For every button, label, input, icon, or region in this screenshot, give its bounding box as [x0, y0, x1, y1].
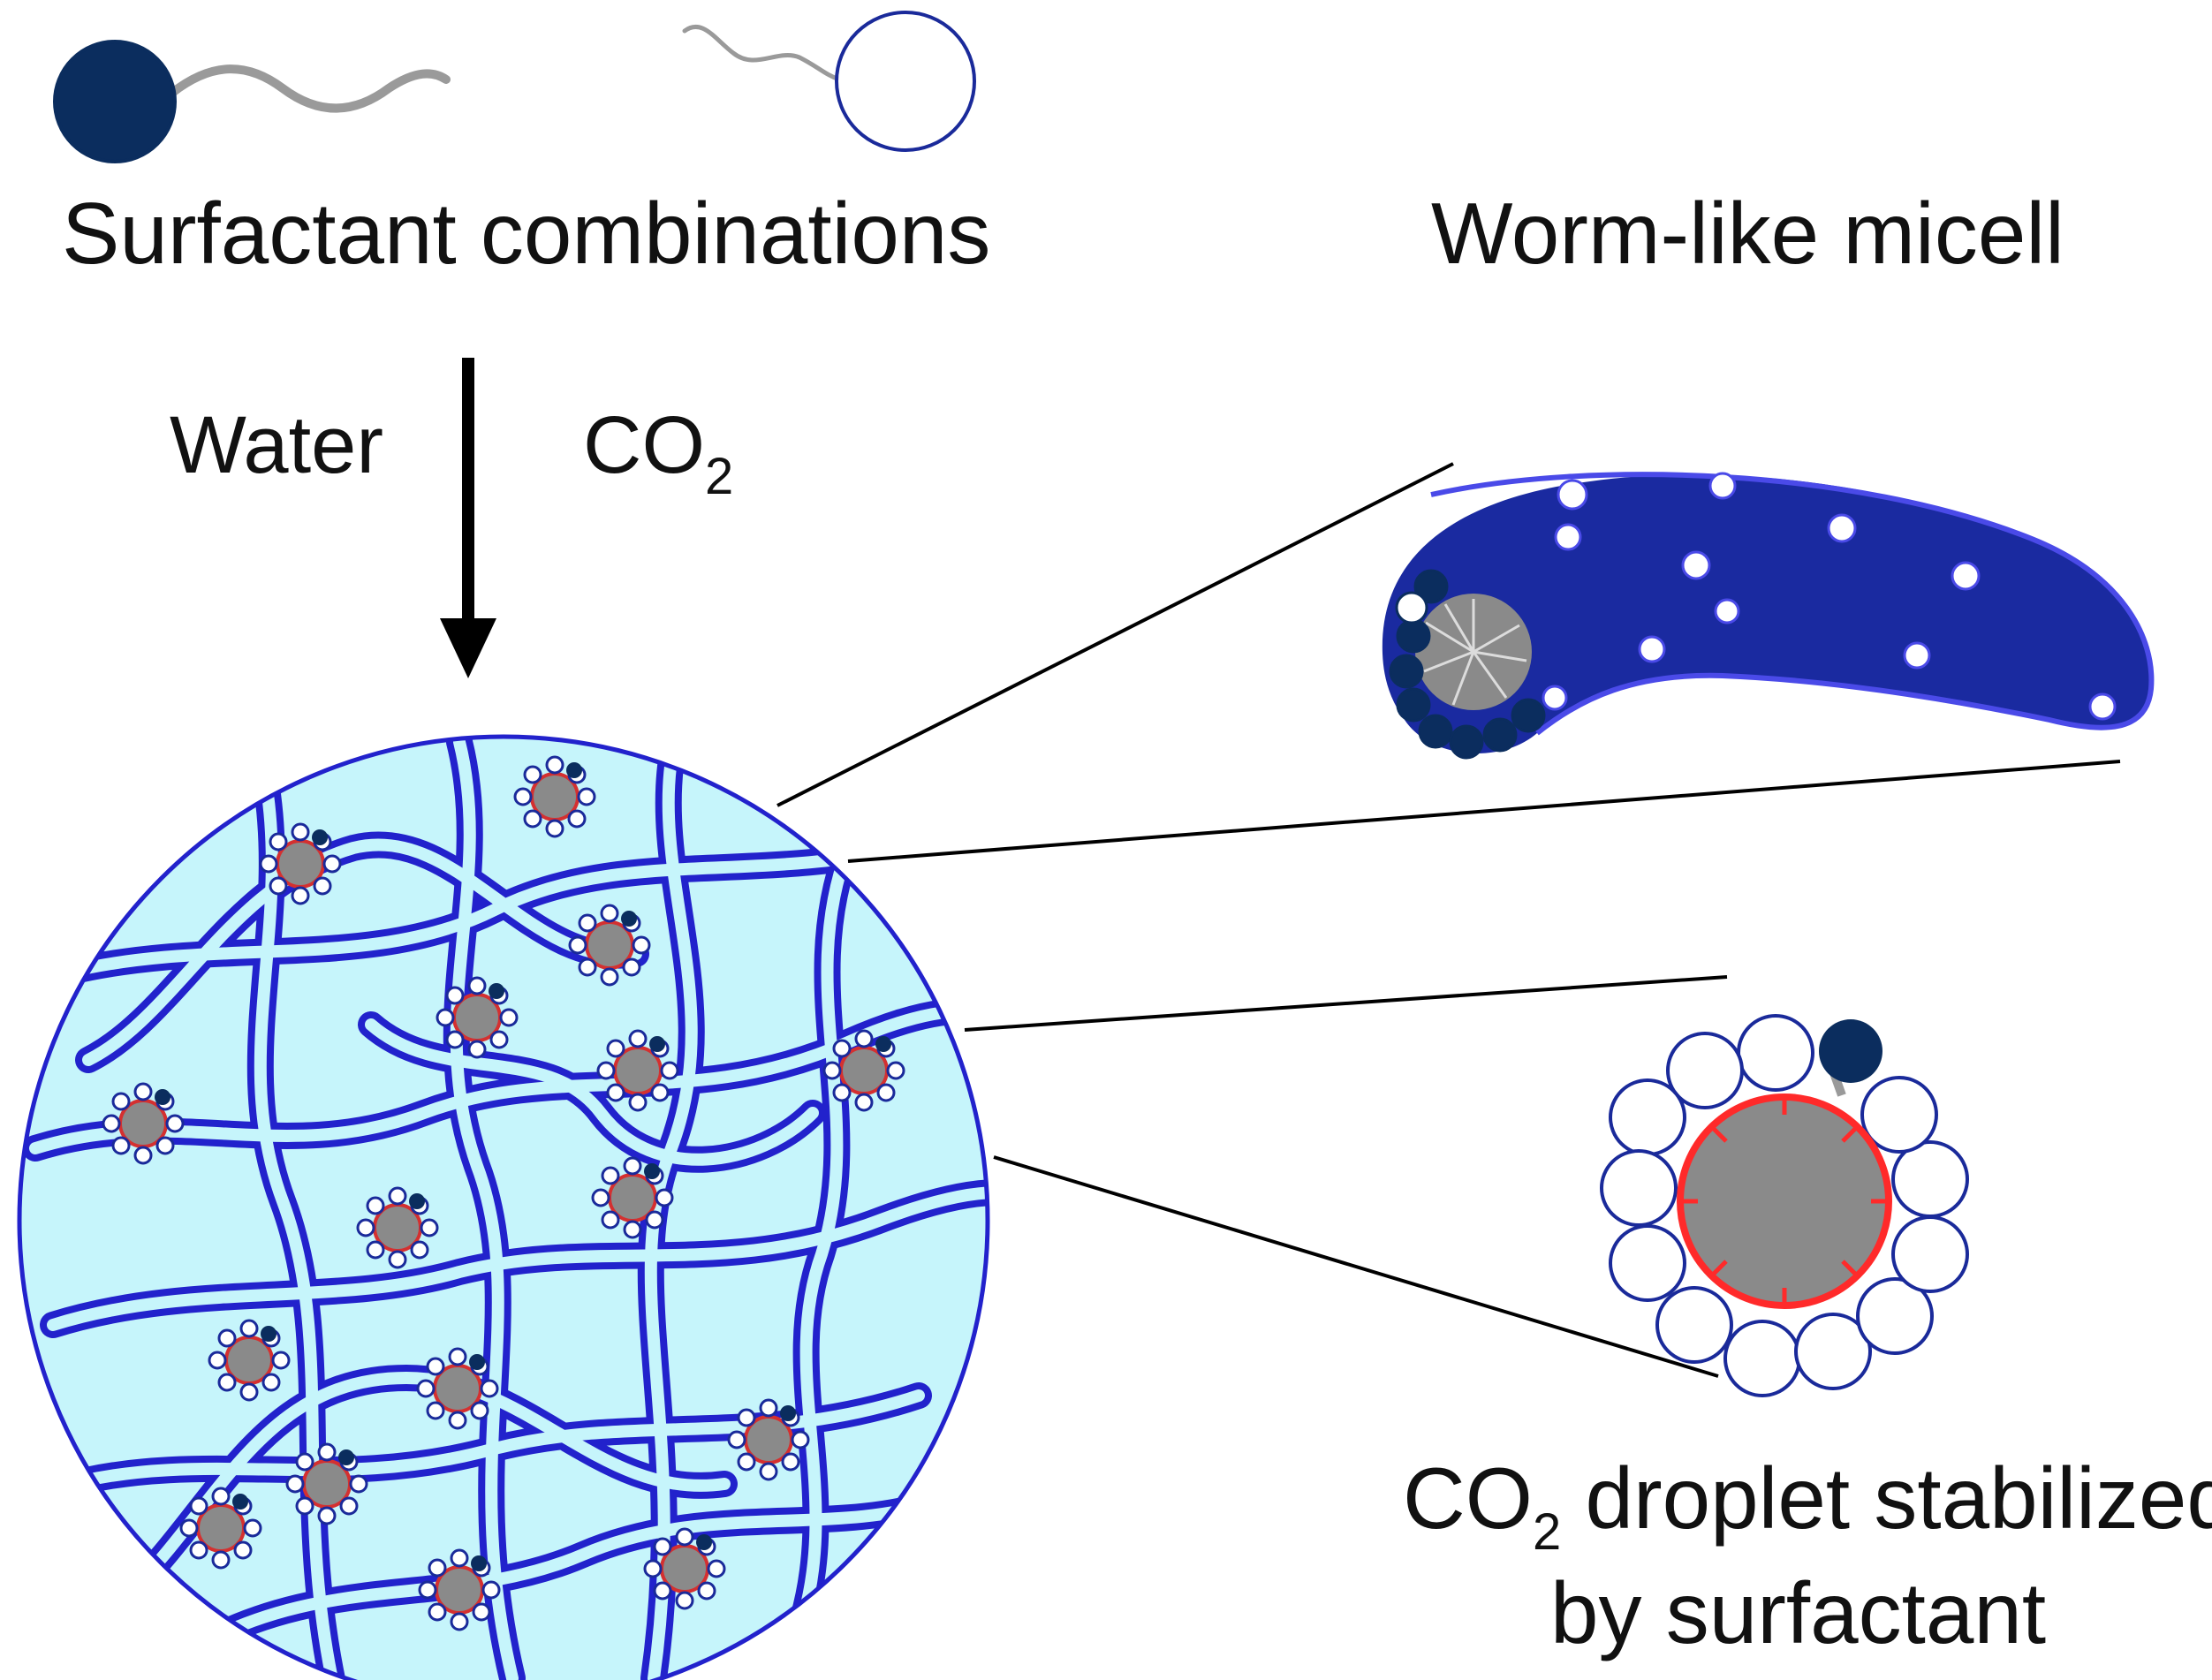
water-label: Water — [170, 400, 383, 490]
droplet-label-line1: CO2 droplet stabilized — [1403, 1449, 2212, 1561]
worm-like-micell-label: Worm-like micell — [1431, 185, 2064, 282]
co2-droplet-zoom — [1600, 1014, 1969, 1397]
worm-like-micelle-zoom — [1382, 472, 2155, 760]
surfactant-combinations-label: Surfactant combinations — [62, 185, 990, 282]
navy-head-tail-icon — [53, 40, 451, 163]
white-head-tail-icon — [682, 11, 976, 152]
co2-label: CO2 — [583, 400, 733, 505]
micelle-network-circle — [17, 734, 990, 1680]
zoom-lines — [776, 462, 2121, 1378]
droplet-label-line2: by surfactant — [1550, 1564, 2046, 1661]
down-arrow-icon — [440, 358, 496, 678]
